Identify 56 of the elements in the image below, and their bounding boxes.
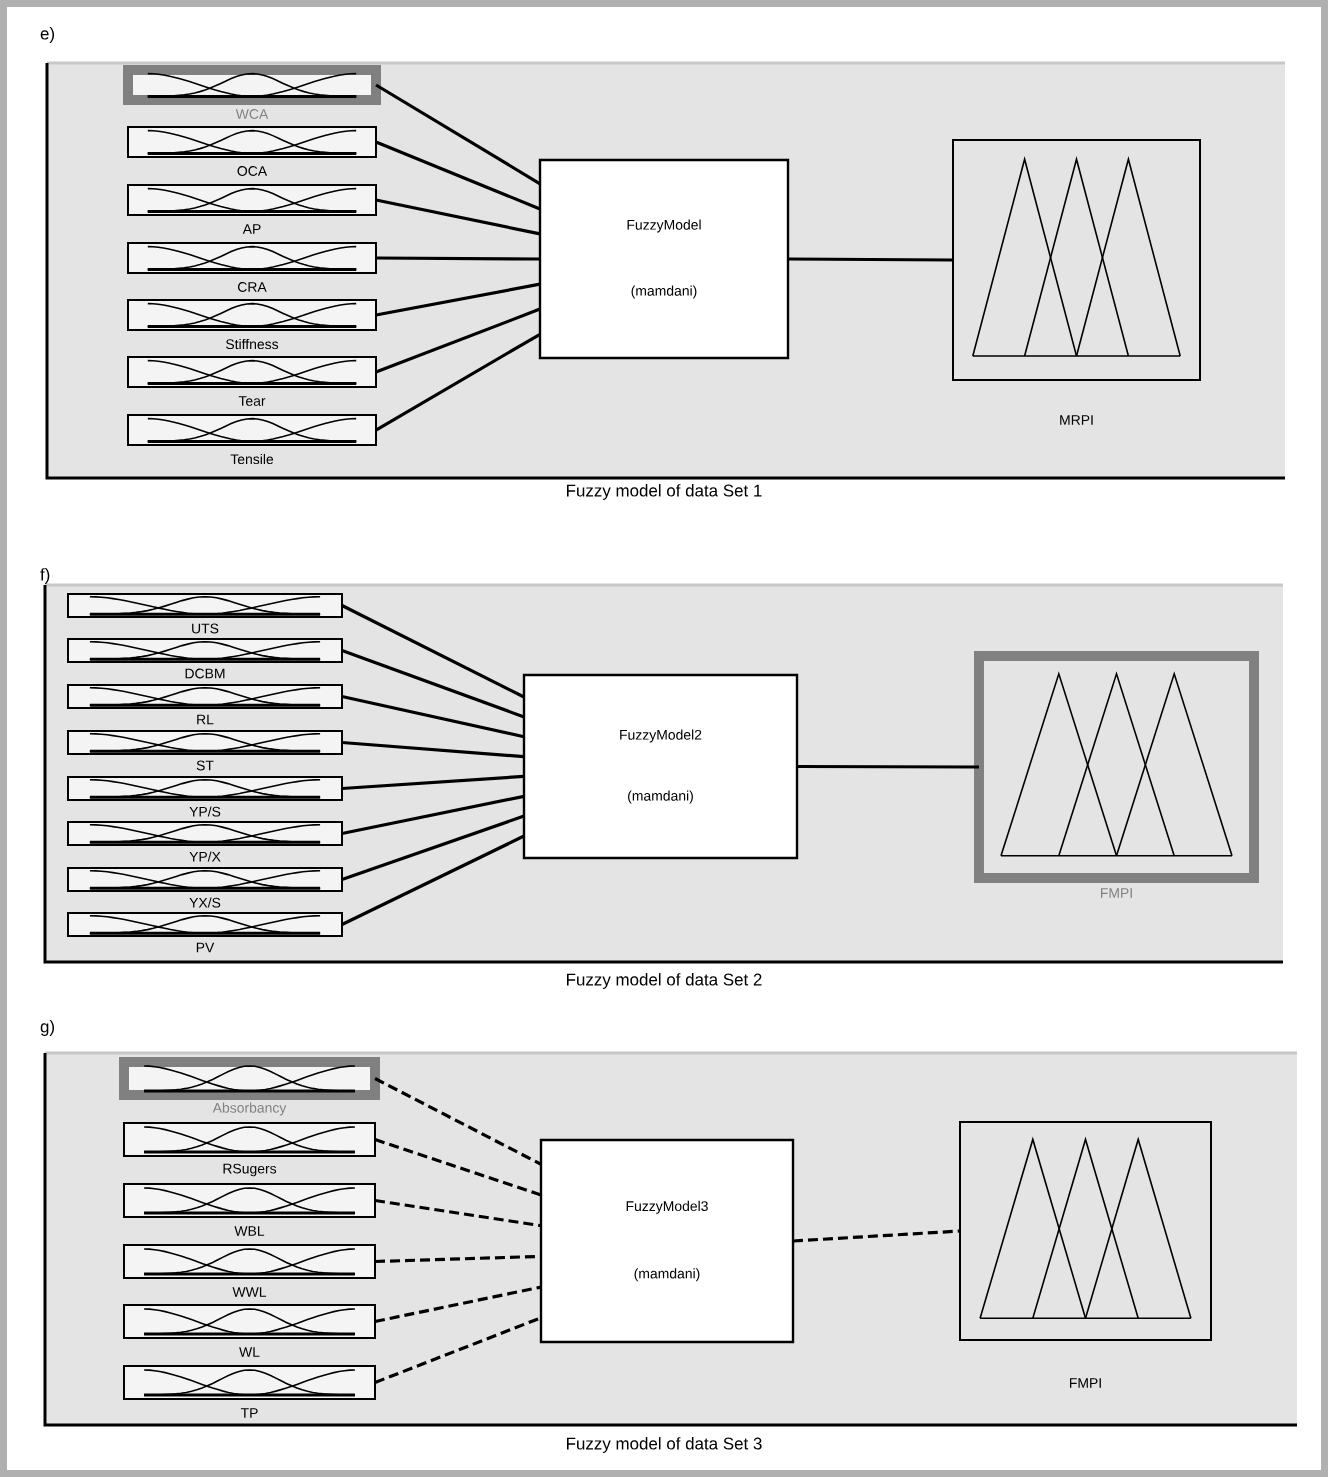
- connector: [797, 764, 979, 769]
- variable-label: DCBM: [185, 668, 225, 679]
- connector: [374, 1285, 542, 1324]
- model-box: FuzzyModel2 (mamdani): [522, 673, 799, 860]
- connector: [375, 198, 541, 236]
- connector: [375, 83, 541, 186]
- connector: [792, 1229, 961, 1243]
- panel-letter: g): [40, 1020, 54, 1036]
- connector: [341, 740, 525, 759]
- variable-label: WCA: [235, 109, 269, 119]
- connector: [374, 1077, 542, 1166]
- panel-label: Fuzzy model of data Set 3: [567, 1437, 762, 1453]
- panel-letter: f): [40, 568, 50, 584]
- panel-label: Fuzzy model of data Set 2: [567, 973, 762, 989]
- connector: [374, 1138, 542, 1197]
- variable-label: YX/S: [189, 897, 221, 908]
- variable-label: RSugers: [223, 1163, 277, 1177]
- model-box: FuzzyModel (mamdani): [538, 158, 790, 360]
- connector: [341, 694, 525, 739]
- variable-label: AP: [242, 224, 261, 234]
- variable-label: YP/X: [189, 851, 221, 862]
- variable-label: Tensile: [230, 453, 274, 465]
- variable-label: WWL: [232, 1287, 267, 1297]
- panel-letter: e): [40, 27, 54, 43]
- connector: [374, 1254, 542, 1264]
- variable-label: CRA: [238, 282, 267, 292]
- connector: [375, 307, 541, 374]
- connector: [788, 257, 953, 262]
- variable-label: YP/S: [189, 806, 221, 817]
- connector: [341, 834, 525, 926]
- connector: [341, 814, 525, 881]
- variable-label: Tear: [238, 396, 266, 406]
- variable-label: ST: [196, 760, 214, 771]
- connector: [374, 1198, 542, 1228]
- variable-label: Stiffness: [226, 338, 279, 350]
- variable-label: WBL: [234, 1226, 265, 1236]
- variable-label: FMPI: [1101, 888, 1132, 898]
- connector: [375, 332, 541, 432]
- variable-label: RL: [197, 714, 214, 725]
- variable-label: FMPI: [1070, 1378, 1101, 1388]
- variable-label: Absorbancy: [212, 1102, 287, 1116]
- variable-label: UTS: [192, 623, 219, 634]
- variable-label: OCA: [237, 166, 268, 176]
- variable-label: PV: [196, 942, 215, 953]
- connector: [341, 774, 525, 791]
- connector: [341, 604, 525, 699]
- connector: [341, 649, 525, 719]
- model-box: FuzzyModel3 (mamdani): [539, 1138, 795, 1344]
- connector: [375, 140, 541, 211]
- panel-label: Fuzzy model of data Set 1: [567, 484, 762, 500]
- variable-label: MRPI: [1060, 415, 1093, 425]
- variable-label: WL: [239, 1347, 260, 1357]
- connector: [341, 794, 525, 836]
- variable-label: TP: [240, 1408, 258, 1418]
- connector: [376, 256, 540, 261]
- connector: [375, 282, 541, 317]
